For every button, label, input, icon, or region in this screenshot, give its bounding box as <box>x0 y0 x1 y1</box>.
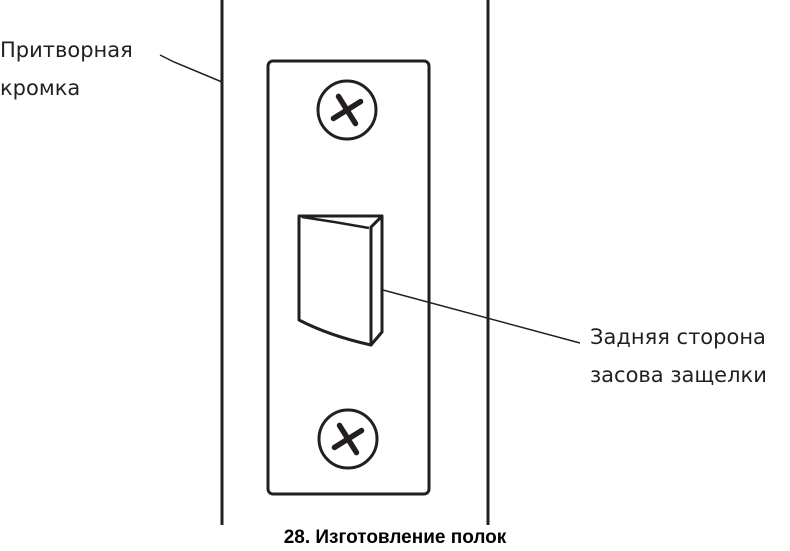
latch-leader-line <box>382 289 581 344</box>
figure-caption: 28. Изготовление полок <box>283 527 507 548</box>
latch-bolt-back-face <box>369 214 384 347</box>
latch-bolt <box>297 214 384 347</box>
edge-label-line1: Притворная <box>0 38 133 62</box>
latch-label-line2: засова защелки <box>590 363 767 387</box>
bottom-screw-icon <box>317 408 379 470</box>
latch-bolt-curve <box>301 215 370 230</box>
latch-bolt-front-face <box>297 214 384 347</box>
top-screw-icon <box>316 79 378 141</box>
latch-label-line1: Задняя сторона <box>590 325 766 349</box>
edge-label-line2: кромка <box>0 76 80 100</box>
edge-leader-line <box>159 54 223 83</box>
